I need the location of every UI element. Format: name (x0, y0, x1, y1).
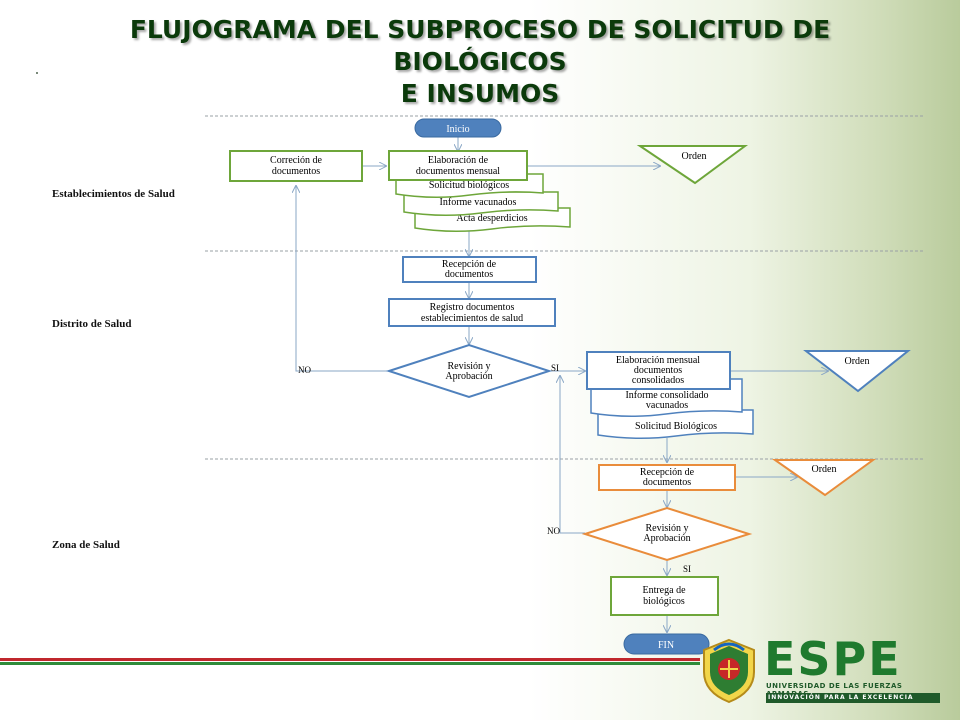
order-triangle-3: Orden (771, 459, 877, 497)
delivery-box: Entrega de biológicos (610, 576, 719, 616)
reception-distrito-label-2: documentos (445, 269, 493, 280)
delivery-label-2: biológicos (643, 596, 685, 607)
correction-label-1: Correción de (270, 155, 322, 166)
reception-box-zona: Recepción de documentos (598, 464, 736, 491)
no-label-1: NO (298, 365, 311, 375)
reception-zona-label-1: Recepción de (640, 467, 695, 478)
document-stack-establecimientos: Acta desperdicios Informe vacunados Soli… (388, 150, 571, 233)
start-label: Inicio (446, 124, 469, 135)
reception-distrito-label-1: Recepción de (442, 259, 497, 270)
reception-zona-label-2: documentos (643, 477, 691, 488)
order-triangle-2: Orden (803, 350, 911, 393)
title-line-1: FLUJOGRAMA DEL SUBPROCESO DE SOLICITUD D… (129, 15, 831, 76)
order-1-label: Orden (682, 151, 707, 162)
footer-green-stripe (0, 662, 700, 665)
espe-logo: ESPE UNIVERSIDAD DE LAS FUERZAS ARMADAS … (700, 632, 945, 712)
doc-elaboracion-mensual-label-3: consolidados (632, 375, 684, 386)
decision-zona-label-1: Revisión y (645, 523, 688, 534)
end-terminal: FIN (623, 633, 710, 655)
lane-label-distrito: Distrito de Salud (52, 318, 132, 330)
no-label-2: NO (547, 526, 560, 536)
decision-distrito-label-1: Revisión y (447, 361, 490, 372)
doc-elaboracion-label-1: Elaboración de (428, 155, 489, 166)
start-terminal: Inicio (414, 118, 502, 138)
espe-emblem-icon (703, 638, 755, 704)
doc-elaboracion (388, 150, 528, 181)
doc-acta-label: Acta desperdicios (456, 213, 527, 224)
decision-zona-label-2: Aprobación (643, 533, 690, 544)
order-2-label: Orden (845, 356, 870, 367)
decision-distrito-label-2: Aprobación (445, 371, 492, 382)
order-3-label: Orden (812, 464, 837, 475)
footer-stripes (0, 658, 700, 668)
connector-no-correccion (296, 186, 389, 372)
footer-red-stripe (0, 658, 700, 661)
reception-box-distrito: Recepción de documentos (402, 256, 537, 283)
correction-box: Correción de documentos (229, 150, 363, 182)
lane-label-zona: Zona de Salud (52, 539, 120, 551)
correction-label-2: documentos (272, 166, 320, 177)
espe-tagline: INNOVACIÓN PARA LA EXCELENCIA (766, 693, 940, 703)
doc-solicitud-2-label: Solicitud Biológicos (635, 421, 717, 432)
doc-solicitud-2 (597, 409, 754, 440)
register-label-1: Registro documentos (430, 302, 515, 313)
doc-informe-label: Informe vacunados (440, 197, 517, 208)
order-triangle-1: Orden (636, 145, 749, 185)
connector-no-zona (560, 376, 585, 534)
si-label-1: SI (551, 363, 559, 373)
decorative-dot (36, 72, 38, 74)
doc-elaboracion-mensual-label-2: documentos (634, 365, 682, 376)
si-label-2: SI (683, 564, 691, 574)
page-title: FLUJOGRAMA DEL SUBPROCESO DE SOLICITUD D… (40, 14, 920, 110)
doc-solicitud-label: Solicitud biológicos (429, 180, 509, 191)
register-label-2: establecimientos de salud (421, 313, 523, 324)
espe-wordmark: ESPE (764, 632, 902, 686)
document-stack-distrito: Solicitud Biológicos Informe consolidado… (586, 351, 754, 440)
doc-elaboracion-mensual (586, 351, 731, 390)
lane-label-establecimientos: Establecimientos de Salud (52, 188, 175, 200)
register-box: Registro documentos establecimientos de … (388, 298, 556, 327)
decision-diamond-distrito: Revisión y Aprobación (385, 343, 553, 399)
decision-diamond-zona: Revisión y Aprobación (581, 506, 753, 562)
doc-elaboracion-mensual-label-1: Elaboración mensual (616, 355, 700, 366)
delivery-label-1: Entrega de (642, 585, 686, 596)
doc-elaboracion-label-2: documentos mensual (416, 166, 500, 177)
end-label: FIN (658, 640, 674, 651)
doc-informe-consolidado-label-2: vacunados (646, 400, 688, 411)
title-line-2: E INSUMOS (400, 79, 560, 108)
doc-informe-consolidado-label-1: Informe consolidado (625, 390, 708, 401)
